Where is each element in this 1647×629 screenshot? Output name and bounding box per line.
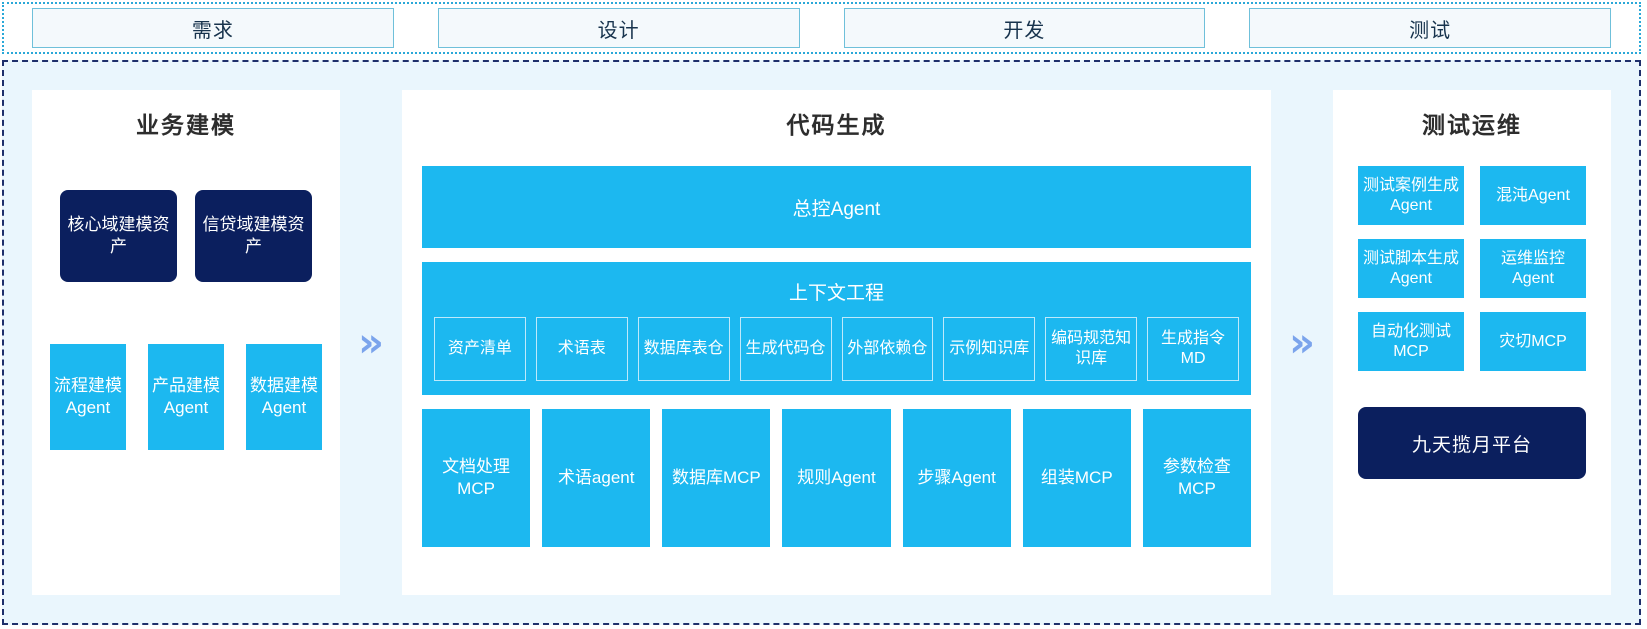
panel-title-business-modeling: 业务建模	[136, 112, 236, 138]
card-test-case-generation-agent[interactable]: 测试案例生成Agent	[1358, 166, 1464, 225]
tool-card-label: 规则Agent	[797, 467, 876, 487]
chevron-right-icon-1: »	[358, 319, 384, 366]
tool-card-label: 参数检查MCP	[1162, 456, 1231, 498]
stage-box-design[interactable]: 设计	[437, 8, 800, 48]
panel-business-modeling: 业务建模 核心域建模资产 信贷域建模资产 流程建模Agent 产品建模Agent…	[32, 90, 340, 595]
card-chaos-agent[interactable]: 混沌Agent	[1480, 166, 1586, 225]
agent-card-label: 流程建模Agent	[54, 375, 122, 417]
stage-box-development[interactable]: 开发	[843, 8, 1206, 48]
business-asset-row: 核心域建模资产 信贷域建模资产	[60, 190, 312, 282]
business-agent-row: 流程建模Agent 产品建模Agent 数据建模Agent	[50, 344, 322, 450]
master-agent-card[interactable]: 总控Agent	[422, 166, 1251, 248]
context-item-generated-code-repo[interactable]: 生成代码仓	[739, 317, 832, 381]
tool-card-rule-agent[interactable]: 规则Agent	[782, 409, 891, 547]
context-item-list: 资产清单 术语表 数据库表仓 生成代码仓 外部依赖仓	[434, 317, 1239, 381]
panel-test-operations: 测试运维 测试案例生成Agent 混沌Agent 测试脚本生成Agent 运维监…	[1333, 90, 1611, 595]
context-item-label: 示例知识库	[949, 340, 1030, 358]
context-item-external-dependency-repo[interactable]: 外部依赖仓	[841, 317, 934, 381]
card-test-script-generation-agent[interactable]: 测试脚本生成Agent	[1358, 239, 1464, 298]
card-ops-monitoring-agent[interactable]: 运维监控Agent	[1480, 239, 1586, 298]
context-item-db-table-repo[interactable]: 数据库表仓	[637, 317, 730, 381]
tool-card-label: 步骤Agent	[917, 467, 996, 487]
context-item-generation-instruction-md[interactable]: 生成指令MD	[1147, 317, 1239, 381]
agent-card-process-modeling[interactable]: 流程建模Agent	[50, 344, 126, 450]
context-item-asset-inventory[interactable]: 资产清单	[434, 317, 526, 381]
context-item-label: 生成指令MD	[1161, 330, 1226, 367]
card-disaster-switch-mcp[interactable]: 灾切MCP	[1480, 312, 1586, 371]
agent-card-label: 产品建模Agent	[152, 375, 220, 417]
stage-box-requirements[interactable]: 需求	[32, 8, 394, 48]
tool-card-document-processing-mcp[interactable]: 文档处理MCP	[422, 409, 531, 547]
stage-label: 测试	[1409, 19, 1452, 42]
panel-title-test-operations: 测试运维	[1422, 112, 1522, 138]
asset-card-label: 信贷域建模资产	[202, 215, 305, 256]
stage-strip: 需求 设计 开发 测试	[2, 2, 1641, 54]
agent-card-product-modeling[interactable]: 产品建模Agent	[148, 344, 224, 450]
tool-card-step-agent[interactable]: 步骤Agent	[902, 409, 1011, 547]
context-item-example-knowledge-base[interactable]: 示例知识库	[943, 317, 1036, 381]
architecture-board: 业务建模 核心域建模资产 信贷域建模资产 流程建模Agent 产品建模Agent…	[2, 60, 1641, 625]
panel-title-code-generation: 代码生成	[786, 112, 887, 138]
tool-card-glossary-agent[interactable]: 术语agent	[542, 409, 651, 547]
context-item-coding-standard-knowledge-base[interactable]: 编码规范知识库	[1045, 317, 1138, 381]
context-item-label: 资产清单	[447, 340, 512, 358]
panel-code-generation: 代码生成 总控Agent 上下文工程 资产清单 术语表	[402, 90, 1271, 595]
asset-card-label: 核心域建模资产	[67, 215, 170, 256]
card-label: 自动化测试MCP	[1370, 322, 1451, 360]
context-item-label: 编码规范知识库	[1051, 330, 1132, 367]
card-label: 运维监控Agent	[1500, 249, 1565, 287]
context-item-glossary[interactable]: 术语表	[535, 317, 628, 381]
platform-card-jiutian-lanyue[interactable]: 九天揽月平台	[1358, 407, 1586, 479]
master-agent-label: 总控Agent	[792, 198, 881, 220]
asset-card-core-domain[interactable]: 核心域建模资产	[60, 190, 177, 282]
context-item-label: 术语表	[557, 340, 606, 358]
platform-card-label: 九天揽月平台	[1411, 434, 1532, 456]
chevron-right-icon-2: »	[1289, 319, 1315, 366]
tool-card-database-mcp[interactable]: 数据库MCP	[662, 409, 771, 547]
card-label: 灾切MCP	[1499, 332, 1567, 350]
agent-card-data-modeling[interactable]: 数据建模Agent	[246, 344, 322, 450]
context-item-label: 生成代码仓	[745, 340, 826, 358]
test-ops-card-grid: 测试案例生成Agent 混沌Agent 测试脚本生成Agent 运维监控Agen…	[1358, 166, 1586, 371]
asset-card-credit-domain[interactable]: 信贷域建模资产	[195, 190, 312, 282]
card-label: 混沌Agent	[1496, 186, 1570, 204]
tool-card-label: 组装MCP	[1040, 467, 1113, 487]
context-item-label: 外部依赖仓	[847, 340, 928, 358]
stage-label: 开发	[1003, 19, 1046, 42]
context-engineering-block: 上下文工程 资产清单 术语表 数据库表仓 生成代码仓	[422, 262, 1251, 395]
card-automated-test-mcp[interactable]: 自动化测试MCP	[1358, 312, 1464, 371]
stage-label: 设计	[597, 19, 640, 42]
tool-card-label: 数据库MCP	[671, 467, 761, 487]
tool-card-label: 文档处理MCP	[442, 456, 511, 498]
card-label: 测试脚本生成Agent	[1362, 249, 1459, 287]
code-generation-body: 总控Agent 上下文工程 资产清单 术语表 数据库表仓	[402, 144, 1271, 547]
tool-card-assembly-mcp[interactable]: 组装MCP	[1022, 409, 1131, 547]
stage-box-testing[interactable]: 测试	[1249, 8, 1611, 48]
tool-card-label: 术语agent	[557, 467, 635, 487]
tool-card-parameter-check-mcp[interactable]: 参数检查MCP	[1142, 409, 1251, 547]
stage-label: 需求	[191, 19, 234, 42]
context-engineering-title: 上下文工程	[788, 283, 884, 304]
card-label: 测试案例生成Agent	[1362, 176, 1459, 214]
context-item-label: 数据库表仓	[643, 340, 724, 358]
agent-card-label: 数据建模Agent	[250, 375, 318, 417]
tool-card-row: 文档处理MCP 术语agent 数据库MCP 规则Agent 步骤Agent	[422, 409, 1251, 547]
